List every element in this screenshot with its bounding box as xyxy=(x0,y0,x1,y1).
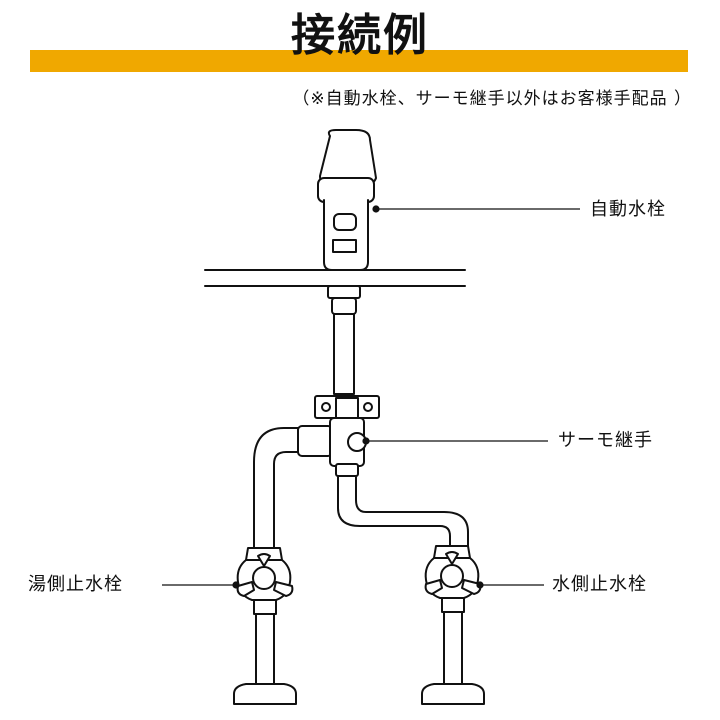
label-thermostatic-joint: サーモ継手 xyxy=(558,430,653,451)
page-title: 接続例 xyxy=(291,10,429,61)
cold-water-hose xyxy=(337,475,469,547)
hot-valve-leader xyxy=(162,581,240,589)
automatic-faucet xyxy=(317,129,377,315)
thermo-joint-leader xyxy=(362,437,548,445)
supply-note: （※自動水栓、サーモ継手以外はお客様手配品 ） xyxy=(292,89,692,109)
hot-stop-valve xyxy=(233,547,297,705)
label-automatic-faucet: 自動水栓 xyxy=(590,199,666,220)
faucet-hose xyxy=(333,313,355,395)
counter-top xyxy=(204,269,466,287)
thermostatic-joint xyxy=(297,395,380,477)
cold-valve-leader xyxy=(476,581,544,589)
label-hot-stop-valve: 湯側止水栓 xyxy=(28,574,123,595)
cold-stop-valve xyxy=(421,545,485,705)
faucet-leader xyxy=(372,205,580,213)
label-cold-stop-valve: 水側止水栓 xyxy=(552,574,647,595)
title-underline-bar xyxy=(30,50,688,72)
hot-water-hose xyxy=(253,427,299,549)
